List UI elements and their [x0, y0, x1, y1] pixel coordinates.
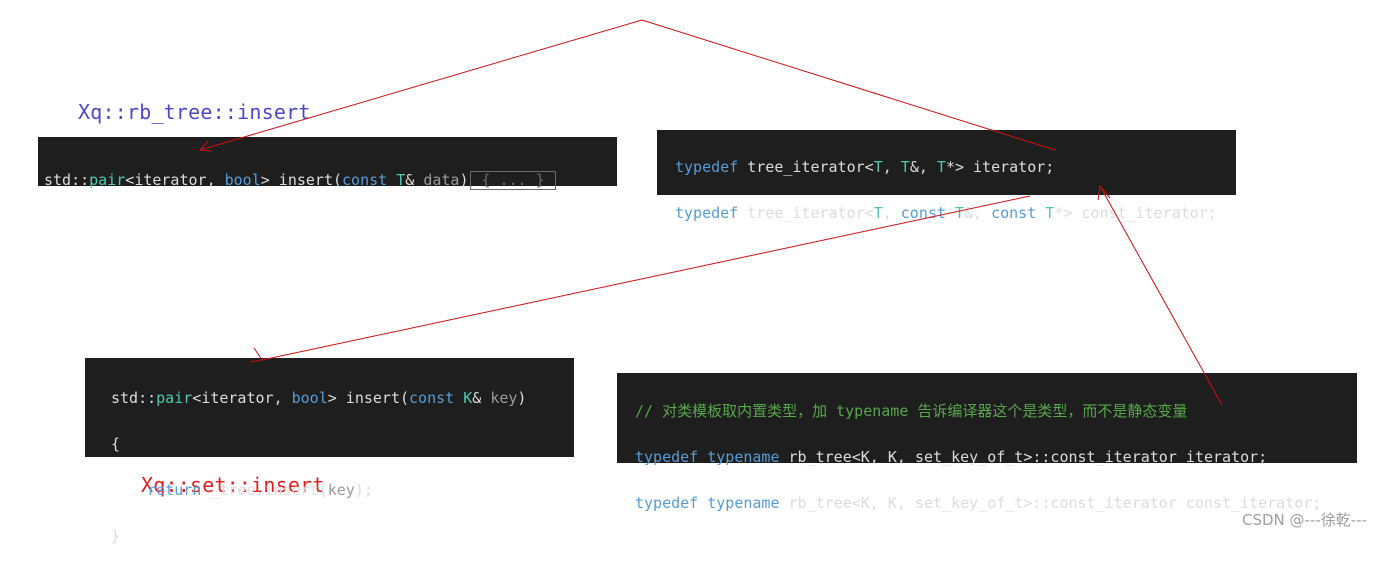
annotation-arrows [198, 19, 1223, 406]
arrowhead-set-insert [249, 347, 263, 363]
csdn-watermark: CSDN @---徐乾--- [1241, 511, 1367, 529]
code-line: typedef typename rb_tree<K, K, set_key_o… [635, 494, 1322, 512]
code-line: typedef tree_iterator<T, T&, T*> iterato… [675, 158, 1055, 176]
tree-iterator-typedefs-code: typedef tree_iterator<T, T&, T*> iterato… [657, 130, 1236, 222]
arrow-apex-to-typedefs [641, 19, 1056, 151]
set-typedefs-code: // 对类模板取内置类型，加 typename 告诉编译器这个是类型，而不是静态… [617, 373, 1357, 512]
code-comment: // 对类模板取内置类型，加 typename 告诉编译器这个是类型，而不是静态… [635, 402, 1188, 420]
code-line: std::pair<iterator, bool> insert(const K… [111, 389, 527, 407]
set-insert-label: Xq::set::insert [141, 473, 325, 497]
arrow-set-typedefs-to-tree-typedefs [1099, 185, 1223, 406]
arrowhead-tree-typedefs [1097, 184, 1111, 201]
set-insert-code: std::pair<iterator, bool> insert(const K… [85, 358, 574, 545]
arrowhead-rb-tree [198, 140, 213, 152]
rb-tree-insert-code: std::pair<iterator, bool> insert(const T… [38, 137, 617, 190]
code-line: } [111, 527, 121, 545]
arrow-typedefs-to-set-insert [261, 195, 1031, 361]
code-line: { [111, 435, 121, 453]
rb-tree-insert-label: Xq::rb_tree::insert [78, 100, 311, 124]
collapsed-block-toggle[interactable]: { ... } [470, 171, 556, 190]
arrow-apex-to-rb-tree [199, 19, 643, 151]
code-line: std::pair<iterator, bool> insert(const T… [44, 169, 617, 192]
code-line: return _tree.insert(key); [147, 481, 373, 499]
code-line: typedef typename rb_tree<K, K, set_key_o… [635, 448, 1268, 466]
code-line: typedef tree_iterator<T, const T&, const… [675, 204, 1217, 222]
